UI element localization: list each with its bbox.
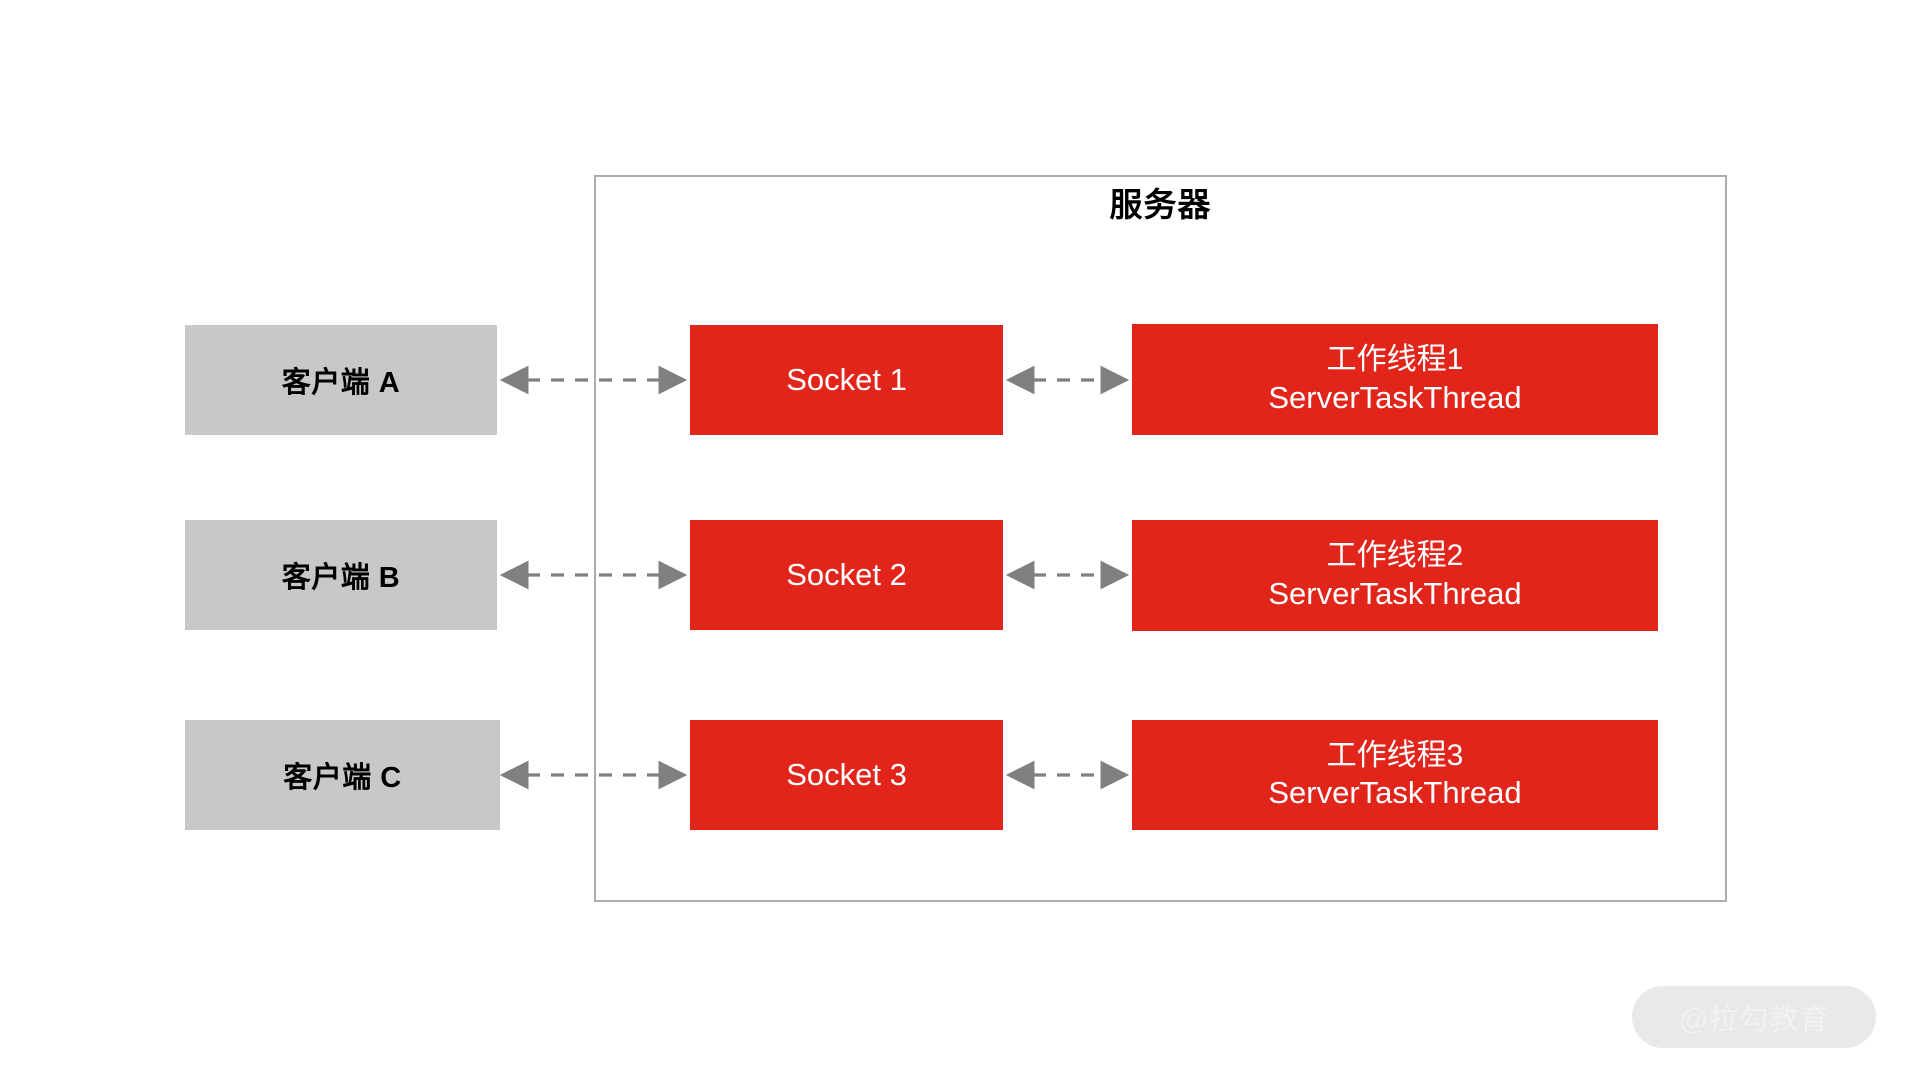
client-node-b-label: 客户端 B <box>281 562 401 594</box>
socket-node-3[interactable]: Socket 3 <box>690 720 1003 830</box>
server-title: 服务器 <box>1109 186 1212 223</box>
client-node-c[interactable]: 客户端 C <box>185 720 500 830</box>
worker-thread-node-1-title: 工作线程1 <box>1326 343 1464 377</box>
worker-thread-node-3[interactable]: 工作线程3 ServerTaskThread <box>1132 720 1658 830</box>
client-node-a-label: 客户端 A <box>281 367 401 399</box>
worker-thread-node-1[interactable]: 工作线程1 ServerTaskThread <box>1132 324 1658 435</box>
worker-thread-node-2[interactable]: 工作线程2 ServerTaskThread <box>1132 520 1658 631</box>
worker-thread-node-2-classname: ServerTaskThread <box>1268 575 1522 611</box>
socket-node-1-label: Socket 1 <box>786 362 907 397</box>
socket-node-2-label: Socket 2 <box>786 557 907 592</box>
worker-thread-node-2-title: 工作线程2 <box>1326 539 1464 573</box>
worker-thread-node-3-classname: ServerTaskThread <box>1268 775 1522 811</box>
client-node-a[interactable]: 客户端 A <box>185 325 497 435</box>
watermark-text: @拉勾教育 <box>1678 1004 1830 1036</box>
socket-node-2[interactable]: Socket 2 <box>690 520 1003 630</box>
client-node-b[interactable]: 客户端 B <box>185 520 497 630</box>
worker-thread-node-1-classname: ServerTaskThread <box>1268 379 1522 415</box>
watermark-badge: @拉勾教育 <box>1632 986 1876 1048</box>
client-node-c-label: 客户端 C <box>283 762 402 794</box>
worker-thread-node-3-title: 工作线程3 <box>1326 738 1464 772</box>
socket-node-1[interactable]: Socket 1 <box>690 325 1003 435</box>
socket-node-3-label: Socket 3 <box>786 757 907 792</box>
